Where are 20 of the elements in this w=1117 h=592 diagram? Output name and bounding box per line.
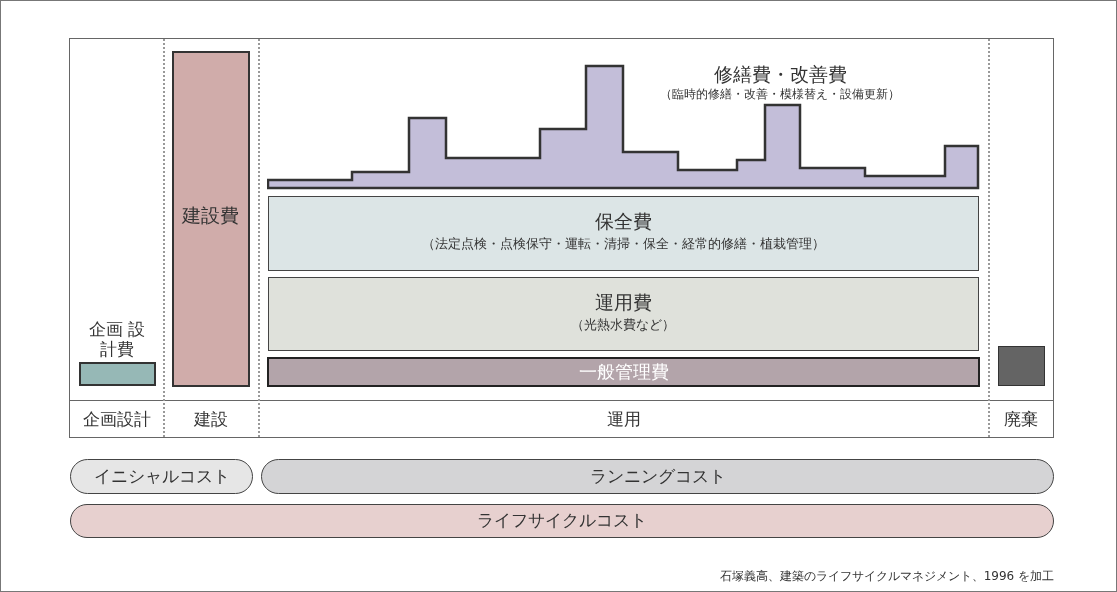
phase-label: 廃棄 bbox=[1003, 408, 1039, 431]
cost-bar: 建設費 bbox=[172, 51, 250, 387]
phase-label: 運用 bbox=[605, 408, 642, 431]
cost-pill: イニシャルコスト bbox=[70, 459, 253, 494]
cost-note: （臨時的修繕・改善・模様替え・設備更新） bbox=[659, 86, 901, 103]
cost-band bbox=[268, 277, 979, 351]
cost-pill: ランニングコスト bbox=[261, 459, 1054, 494]
cost-note: （法定点検・点検保守・運転・清掃・保全・経常的修繕・植栽管理） bbox=[420, 235, 826, 253]
phase-label: 企画設計 bbox=[81, 408, 152, 431]
cost-pill: ライフサイクルコスト bbox=[70, 504, 1054, 538]
cost-heading: 保全費 bbox=[593, 209, 653, 234]
cost-heading: 運用費 bbox=[593, 290, 653, 315]
phase-label: 建設 bbox=[193, 408, 229, 431]
cost-note: （光熱水費など） bbox=[570, 316, 676, 334]
cost-heading: 修繕費・改善費 bbox=[712, 62, 848, 87]
bar-label: 企画 設計費 bbox=[87, 319, 147, 359]
cost-band bbox=[268, 196, 979, 271]
source-note: 石塚義高、建築のライフサイクルマネジメント、1996 を加工 bbox=[719, 568, 1054, 585]
cost-box bbox=[998, 346, 1045, 386]
cost-band: 一般管理費 bbox=[267, 357, 980, 387]
